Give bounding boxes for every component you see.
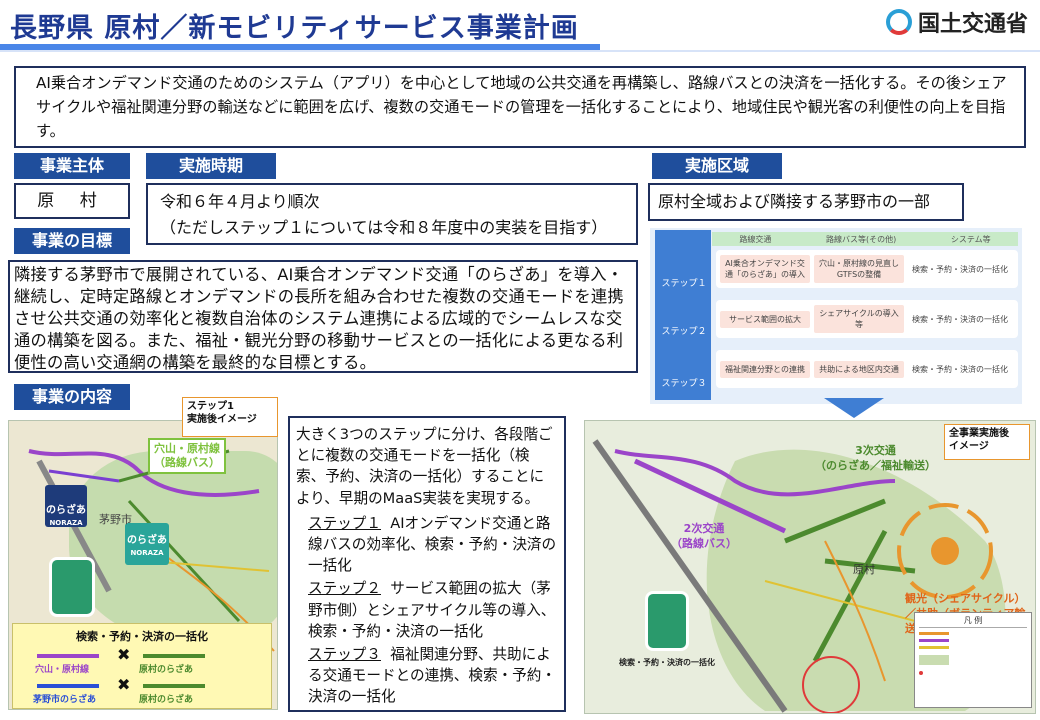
period-label: 実施時期: [146, 153, 276, 179]
harumura-label: 原村: [853, 563, 875, 576]
content-step-3-name: ステップ３: [308, 646, 381, 664]
step3-label: ステップ３: [661, 379, 707, 389]
goal-label: 事業の目標: [14, 228, 130, 254]
step-col-3: システム等: [950, 234, 991, 244]
entity-value: 原 村: [14, 183, 130, 219]
final-legend-title: 凡 例: [963, 616, 983, 625]
norazaa-logo-2: のらざあ NORAZA: [125, 535, 169, 559]
step1-cell-2: 穴山・原村線の見直しGTFSの整備: [814, 255, 904, 283]
step1-cell-1: AI乗合オンデマンド交通「のらざあ」の導入: [720, 255, 810, 283]
tag-tourism-line1: 観光（シェアサイクル）: [905, 592, 1026, 605]
norazaa-logo-icon-2: [125, 523, 169, 565]
route-tag-line1: 穴山・原村線: [154, 442, 220, 455]
title-underline-thin: [0, 50, 1040, 52]
step1-callout-line1: ステップ1: [187, 401, 234, 412]
tag-tertiary: 3次交通 （のらざあ／福祉輸送）: [815, 443, 936, 473]
step1-legend-title: 検索・予約・決済の一括化: [76, 630, 208, 643]
content-step-2-text: サービス範囲の拡大（茅野市側）とシェアサイクル等の導入、検索・予約・決済の一括化: [308, 580, 556, 640]
step-arrow-down-icon: [824, 398, 884, 418]
ministry-logo: 国土交通省: [885, 6, 1028, 38]
step3-cell-2: 共助による地区内交通: [814, 360, 904, 378]
step1-label: ステップ１: [661, 279, 707, 289]
legend-right-2: 原村のらざあ: [139, 695, 194, 705]
step-col-2: 路線バス等(その他): [825, 234, 897, 244]
summary-box: AI乗合オンデマンド交通のためのシステム（アプリ）を中心として地域の公共交通を再…: [14, 66, 1026, 148]
norazaa-logo-1: のらざあ NORAZA: [45, 505, 87, 529]
tag-secondary-line1: 2次交通: [683, 522, 725, 535]
title-underline: [0, 44, 600, 50]
step1-callout-line2: 実施後イメージ: [187, 414, 257, 425]
step-col-1: 路線交通: [739, 234, 772, 244]
step2-cell-1: サービス範囲の拡大: [720, 310, 810, 328]
final-legend: 凡 例: [914, 612, 1032, 708]
tag-secondary: 2次交通 （路線バス）: [671, 521, 737, 551]
content-step-3-text: 福祉関連分野、共助による交通モードとの連携、検索・予約・決済の一括化: [308, 646, 556, 706]
chino-city-label: 茅野市: [99, 513, 132, 526]
final-map: 3次交通 （のらざあ／福祉輸送） 2次交通 （路線バス） 観光（シェアサイクル）…: [584, 420, 1036, 714]
period-line2: （ただしステップ１については令和８年度中の実装を目指す）: [160, 218, 608, 237]
final-callout-line1: 全事業実施後: [949, 428, 1009, 439]
svg-text:✖: ✖: [117, 675, 130, 694]
content-step-1-name: ステップ１: [308, 514, 381, 532]
period-box: 令和６年４月より順次 （ただしステップ１については令和８年度中の実装を目指す）: [146, 183, 638, 245]
area-value: 原村全域および隣接する茅野市の一部: [648, 183, 964, 221]
step1-callout: ステップ1 実施後イメージ: [182, 397, 278, 437]
legend-left-1: 穴山・原村線: [35, 665, 90, 675]
step3-row: 福祉関連分野との連携 共助による地区内交通 検索・予約・決済の一括化: [716, 350, 1018, 388]
step1-legend: 検索・予約・決済の一括化 ✖ ✖ 穴山・原村線 原村のらざあ 茅野市のらざあ 原…: [12, 623, 272, 709]
content-step-1: ステップ１ AIオンデマンド交通と路線バスの効率化、検索・予約・決済の一括化: [296, 513, 558, 577]
content-step-2: ステップ２ サービス範囲の拡大（茅野市側）とシェアサイクル等の導入、検索・予約・…: [296, 578, 558, 642]
page-title: 長野県 原村／新モビリティサービス事業計画: [10, 13, 579, 44]
step-funnel: [655, 230, 711, 400]
content-intro: 大きく3つのステップに分け、各段階ごとに複数の交通モードを一括化（検索、予約、決…: [296, 426, 553, 507]
ministry-emblem-icon: [885, 9, 912, 35]
step-diagram-header: 路線交通 路線バス等(その他) システム等: [712, 232, 1018, 246]
period-line1: 令和６年４月より順次: [160, 192, 320, 211]
step2-cell-3: 検索・予約・決済の一括化: [908, 310, 1012, 328]
goal-text: 隣接する茅野市で展開されている、AI乗合オンデマンド交通「のらざあ」を導入・継続…: [8, 260, 638, 373]
content-step-1-text: AIオンデマンド交通と路線バスの効率化、検索・予約・決済の一括化: [308, 514, 557, 575]
legend-right-1: 原村のらざあ: [139, 665, 194, 675]
step2-cell-2: シェアサイクルの導入等: [814, 305, 904, 333]
content-box: 大きく3つのステップに分け、各段階ごとに複数の交通モードを一括化（検索、予約、決…: [288, 416, 566, 712]
norazaa-logo-icon: [45, 485, 87, 527]
ministry-name: 国土交通省: [917, 12, 1028, 37]
svg-text:✖: ✖: [117, 645, 130, 664]
norazaa-sub-1: NORAZA: [49, 519, 83, 527]
tag-secondary-line2: （路線バス）: [671, 537, 737, 550]
step2-label: ステップ２: [661, 327, 707, 337]
step1-row: AI乗合オンデマンド交通「のらざあ」の導入 穴山・原村線の見直しGTFSの整備 …: [716, 250, 1018, 288]
final-callout: 全事業実施後 イメージ: [944, 424, 1030, 460]
route-tag: 穴山・原村線 （路線バス）: [148, 438, 226, 474]
final-map-search: 検索・予約・決済の一括化: [619, 658, 715, 667]
step2-row: サービス範囲の拡大 シェアサイクルの導入等 検索・予約・決済の一括化: [716, 300, 1018, 338]
content-step-3: ステップ３ 福祉関連分野、共助による交通モードとの連携、検索・予約・決済の一括化: [296, 644, 558, 708]
step3-cell-3: 検索・予約・決済の一括化: [908, 360, 1012, 378]
phone-app-icon: [49, 557, 95, 617]
norazaa-sub-2: NORAZA: [130, 549, 164, 557]
norazaa-text-1: のらざあ: [46, 505, 86, 516]
content-step-2-name: ステップ２: [308, 580, 381, 598]
norazaa-text-2: のらざあ: [127, 535, 167, 546]
entity-label: 事業主体: [14, 153, 130, 179]
legend-left-2: 茅野市のらざあ: [33, 695, 97, 705]
step1-legend-arrows: ✖ ✖: [37, 645, 205, 694]
area-label: 実施区域: [652, 153, 782, 179]
step1-cell-3: 検索・予約・決済の一括化: [908, 260, 1012, 278]
route-tag-line2: （路線バス）: [154, 456, 220, 469]
step3-cell-1: 福祉関連分野との連携: [720, 360, 810, 378]
final-callout-line2: イメージ: [949, 441, 989, 452]
tag-tertiary-line1: 3次交通: [855, 444, 896, 457]
content-label: 事業の内容: [14, 384, 130, 410]
phone-app-icon-2: [645, 591, 689, 651]
tag-tertiary-line2: （のらざあ／福祉輸送）: [815, 459, 936, 472]
